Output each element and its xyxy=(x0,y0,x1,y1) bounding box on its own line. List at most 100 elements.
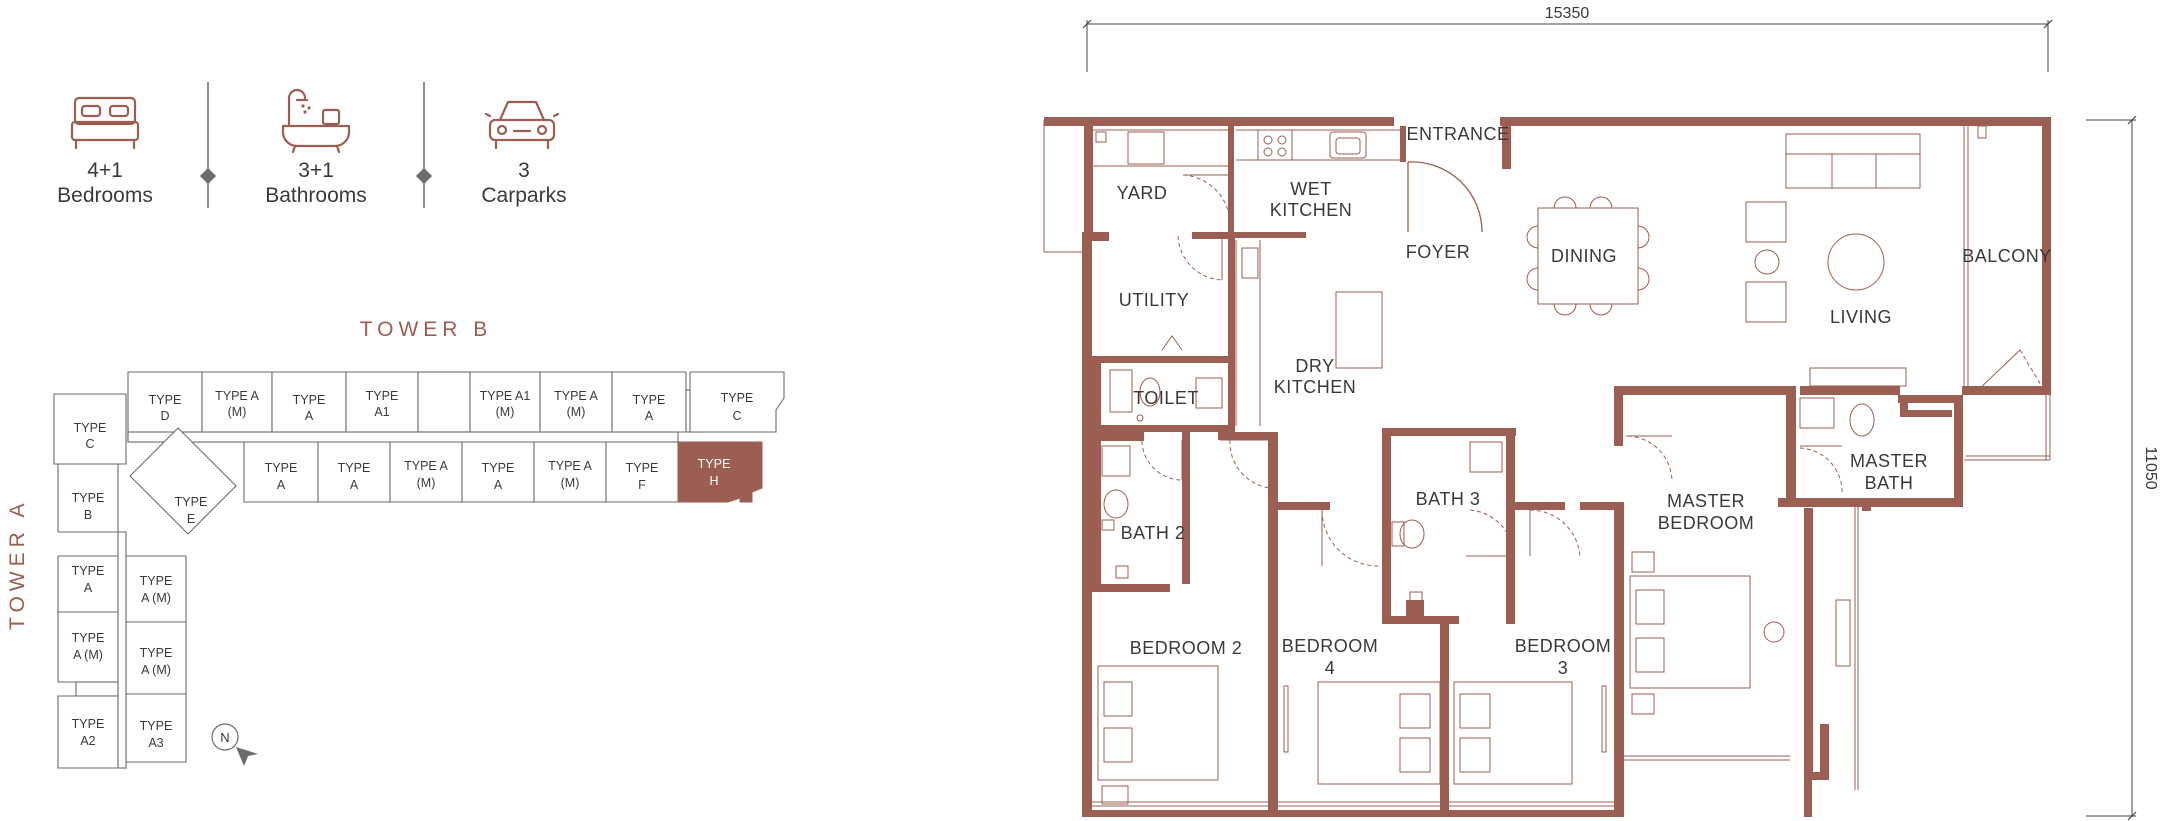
unit-label: A xyxy=(277,478,286,492)
stat-bathrooms-label: Bathrooms xyxy=(265,184,367,207)
north-arrow-icon: N xyxy=(211,723,258,766)
unit-label: TYPE xyxy=(633,393,666,407)
unit-label: D xyxy=(160,409,169,423)
room-bedroom4: 4 xyxy=(1325,658,1336,678)
room-master-bedroom: MASTER xyxy=(1667,491,1745,511)
unit-label: TYPE xyxy=(366,389,399,403)
room-toilet: TOILET xyxy=(1133,388,1199,408)
unit-label: A2 xyxy=(80,734,95,748)
unit-label: A xyxy=(84,581,93,595)
stats-bar: 4+1 Bedrooms 3+1 Bathrooms xyxy=(57,82,567,208)
bed xyxy=(1097,665,1219,781)
armchair xyxy=(1745,201,1787,243)
unit-b-c[interactable] xyxy=(689,371,785,433)
dimension-width: 15350 xyxy=(1082,5,2053,72)
room-master-bedroom: BEDROOM xyxy=(1658,513,1755,533)
unit-label: TYPE xyxy=(175,495,208,509)
unit-label: TYPE A xyxy=(548,459,592,473)
unit-label: A xyxy=(350,478,359,492)
unit-label: TYPE xyxy=(140,719,173,733)
dining-table xyxy=(1537,207,1639,305)
unit-label: TYPE xyxy=(72,491,105,505)
unit-label: TYPE xyxy=(72,717,105,731)
armchair xyxy=(1745,281,1787,323)
divider-diamond xyxy=(200,168,216,184)
unit-label: A xyxy=(305,409,314,423)
room-bath2: BATH 2 xyxy=(1121,523,1186,543)
stat-carparks-label: Carparks xyxy=(481,184,566,207)
divider-diamond xyxy=(416,168,432,184)
unit-label: TYPE xyxy=(482,461,515,475)
car-icon xyxy=(484,100,560,150)
stove-icon xyxy=(1257,129,1293,161)
corridor xyxy=(117,531,127,769)
stair-core xyxy=(75,681,119,697)
unit-label: TYPE xyxy=(140,646,173,660)
unit-label: TYPE xyxy=(265,461,298,475)
stat-carparks-value: 3 xyxy=(518,159,530,182)
unit-a-a2[interactable] xyxy=(57,695,119,769)
unit-a-e[interactable] xyxy=(129,427,237,535)
room-bedroom3: 3 xyxy=(1558,658,1569,678)
unit-label: TYPE A xyxy=(404,459,448,473)
unit-label: TYPE xyxy=(72,631,105,645)
unit-a-am[interactable] xyxy=(57,611,119,683)
stair-core xyxy=(417,371,471,433)
windows xyxy=(1092,126,2051,807)
bed xyxy=(1629,575,1751,689)
room-yard: YARD xyxy=(1117,183,1168,203)
tower-b-label: TOWER B xyxy=(360,318,493,341)
room-master-bath: BATH xyxy=(1865,473,1914,493)
corridor xyxy=(127,431,679,443)
room-wet-kitchen: WET xyxy=(1290,179,1332,199)
stat-bedrooms-value: 4+1 xyxy=(87,159,123,182)
unit-label: TYPE A1 xyxy=(480,389,531,403)
unit-label: TYPE A xyxy=(215,389,259,403)
room-wet-kitchen: KITCHEN xyxy=(1270,200,1353,220)
height-dimension: 11050 xyxy=(2142,446,2159,489)
bed xyxy=(1317,681,1441,785)
width-dimension: 15350 xyxy=(1545,5,1590,22)
room-dry-kitchen: DRY xyxy=(1295,356,1334,376)
unit-b-h-highlight[interactable] xyxy=(677,441,763,503)
unit-label: B xyxy=(84,508,92,522)
unit-label: TYPE xyxy=(72,564,105,578)
sink-icon xyxy=(1329,131,1367,159)
unit-label-highlight: H xyxy=(709,474,718,488)
unit-a-c[interactable] xyxy=(53,393,127,465)
room-living: LIVING xyxy=(1830,307,1892,327)
room-bedroom2: BEDROOM 2 xyxy=(1130,638,1243,658)
yard-ledge xyxy=(1043,120,1084,253)
unit-label: TYPE xyxy=(626,461,659,475)
unit-label: TYPE xyxy=(293,393,326,407)
unit-label: A (M) xyxy=(73,648,103,662)
unit-label: TYPE xyxy=(140,574,173,588)
unit-label: (M) xyxy=(496,405,515,419)
bathtub-icon xyxy=(281,88,351,154)
doors xyxy=(1141,161,2045,567)
floor-plan: 15350 11050 xyxy=(1043,5,2159,821)
unit-label: A xyxy=(645,409,654,423)
unit-label: F xyxy=(638,478,646,492)
room-foyer: FOYER xyxy=(1406,242,1471,262)
unit-a-ram1[interactable] xyxy=(125,555,187,623)
unit-label: E xyxy=(187,512,195,526)
unit-label: (M) xyxy=(561,476,580,490)
coffee-table xyxy=(1827,233,1885,291)
sofa xyxy=(1785,133,1921,189)
unit-label: TYPE A xyxy=(554,389,598,403)
room-bedroom4: BEDROOM xyxy=(1282,636,1379,656)
unit-label: TYPE xyxy=(149,393,182,407)
bed-icon xyxy=(70,96,140,150)
unit-label: C xyxy=(732,409,741,423)
room-utility: UTILITY xyxy=(1119,290,1190,310)
room-master-bath: MASTER xyxy=(1850,451,1928,471)
fixtures xyxy=(1093,125,1987,805)
room-bedroom3: BEDROOM xyxy=(1515,636,1612,656)
bed xyxy=(1453,681,1573,785)
room-balcony: BALCONY xyxy=(1962,246,2052,266)
unit-label: A (M) xyxy=(141,591,171,605)
north-label: N xyxy=(220,730,229,745)
unit-label-highlight: TYPE xyxy=(698,457,731,471)
